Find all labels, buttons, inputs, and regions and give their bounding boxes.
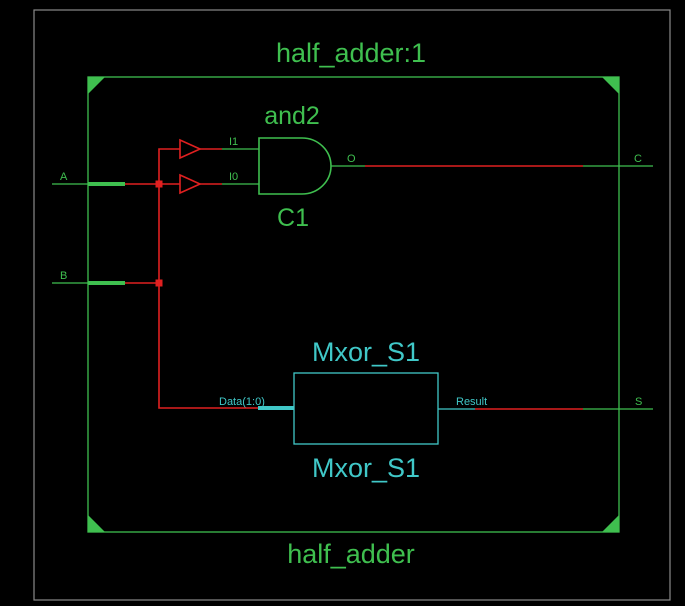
- net-wires: [125, 148, 583, 410]
- half-adder-module[interactable]: [87, 76, 620, 533]
- port-c-label: C: [634, 153, 642, 165]
- xor-input-label: Data(1:0): [219, 396, 265, 408]
- net-bus-trunk: [158, 148, 258, 409]
- xor-block-type-label: Mxor_S1: [312, 337, 420, 367]
- net-junction-a: [155, 180, 163, 188]
- module-corner-tl: [88, 77, 105, 94]
- module-corner-br: [602, 515, 619, 532]
- schematic-frame: [33, 9, 671, 601]
- and-gate-c1[interactable]: I1 I0 O and2 C1: [222, 102, 365, 232]
- buffer-triangle-i1[interactable]: [179, 138, 202, 160]
- and-gate-type-label: and2: [264, 102, 320, 130]
- port-b[interactable]: B: [52, 270, 125, 285]
- port-s[interactable]: S: [583, 396, 653, 410]
- and-input-1-label: I1: [229, 136, 238, 148]
- xor-block-instance-label: Mxor_S1: [312, 453, 420, 483]
- port-s-label: S: [635, 396, 642, 408]
- xor-output-label: Result: [456, 396, 487, 408]
- buffer-triangle-i0[interactable]: [179, 173, 202, 195]
- module-name-label: half_adder: [287, 539, 415, 569]
- xor-block-body: [293, 372, 439, 445]
- xor-block-mxor-s1[interactable]: Data(1:0) Result Mxor_S1 Mxor_S1: [219, 337, 487, 483]
- port-b-label: B: [60, 270, 67, 282]
- and-gate-instance-label: C1: [277, 204, 309, 232]
- and-gate-body: [258, 137, 332, 195]
- and-input-0-label: I0: [229, 171, 238, 183]
- instance-name-label: half_adder:1: [276, 38, 426, 68]
- module-corner-tr: [602, 77, 619, 94]
- module-corner-bl: [88, 515, 105, 532]
- port-c[interactable]: C: [583, 153, 653, 167]
- module-border: [87, 76, 620, 533]
- port-a-label: A: [60, 171, 68, 183]
- net-junction-b: [155, 279, 163, 287]
- port-a[interactable]: A: [52, 171, 125, 186]
- and-output-label: O: [347, 153, 356, 165]
